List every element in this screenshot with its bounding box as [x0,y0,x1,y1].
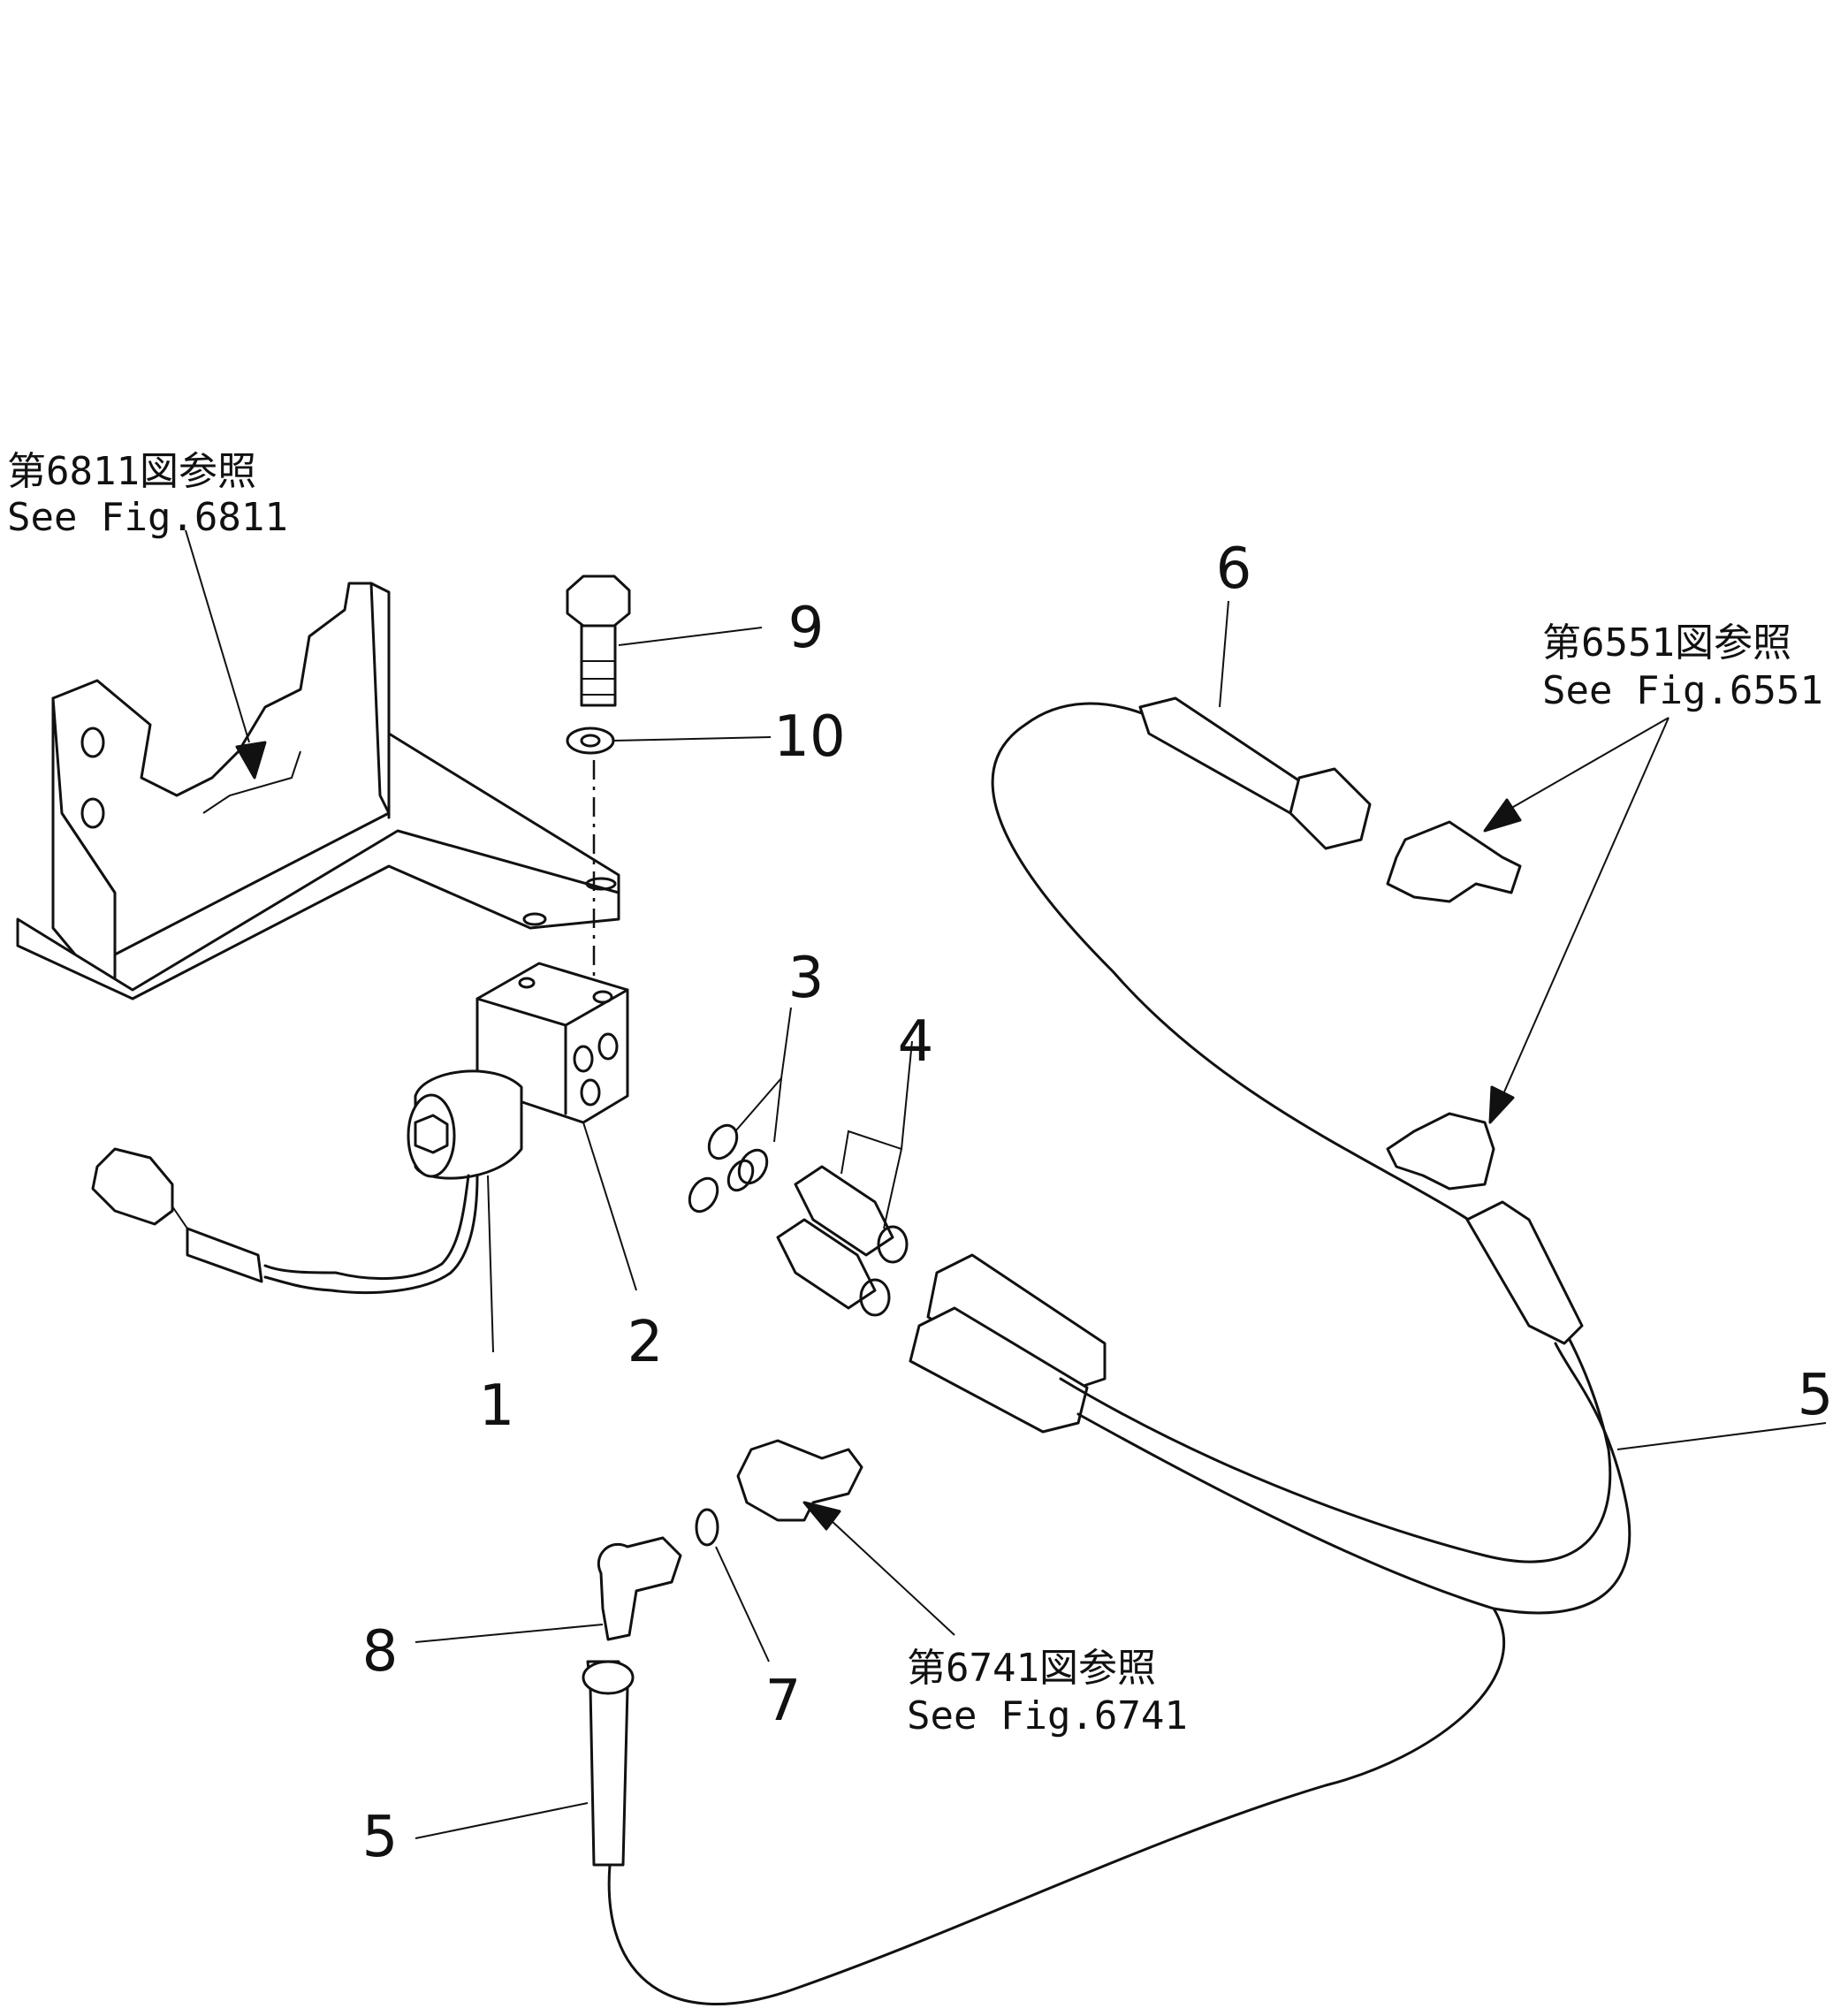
callout-9: 9 [788,596,825,661]
ref-6551-jp: 第6551図参照 [1542,620,1791,666]
bracket-part [16,582,620,1000]
fitting-6551-b [1386,1112,1495,1191]
o-rings-part [688,1123,769,1213]
callout-5-left: 5 [362,1805,399,1870]
callout-3: 3 [788,946,825,1011]
hose-part [582,696,1631,2005]
connectors-part [776,1165,909,1317]
fitting-6741 [736,1439,863,1522]
ref-6741-en: See Fig.6741 [907,1693,1188,1738]
callout-10: 10 [773,704,845,770]
washer-part [566,727,615,755]
ref-6741-jp: 第6741図参照 [907,1646,1156,1691]
callout-8: 8 [362,1619,399,1685]
ref-6811-jp: 第6811図参照 [7,449,256,494]
callout-2: 2 [627,1310,664,1375]
callout-5-right: 5 [1798,1363,1833,1428]
elbow-part [597,1536,682,1641]
callout-6: 6 [1216,536,1252,602]
ref-6811-en: See Fig.6811 [7,495,288,540]
o-ring-part [695,1508,719,1547]
solenoid-part [91,1069,523,1294]
callout-1: 1 [479,1373,515,1439]
callout-7: 7 [765,1669,802,1734]
fitting-6551-a [1386,820,1522,903]
leader-lines [185,529,1827,1839]
ref-6551-en: See Fig.6551 [1542,668,1823,713]
bolt-part [566,574,631,707]
callout-4: 4 [898,1009,934,1075]
